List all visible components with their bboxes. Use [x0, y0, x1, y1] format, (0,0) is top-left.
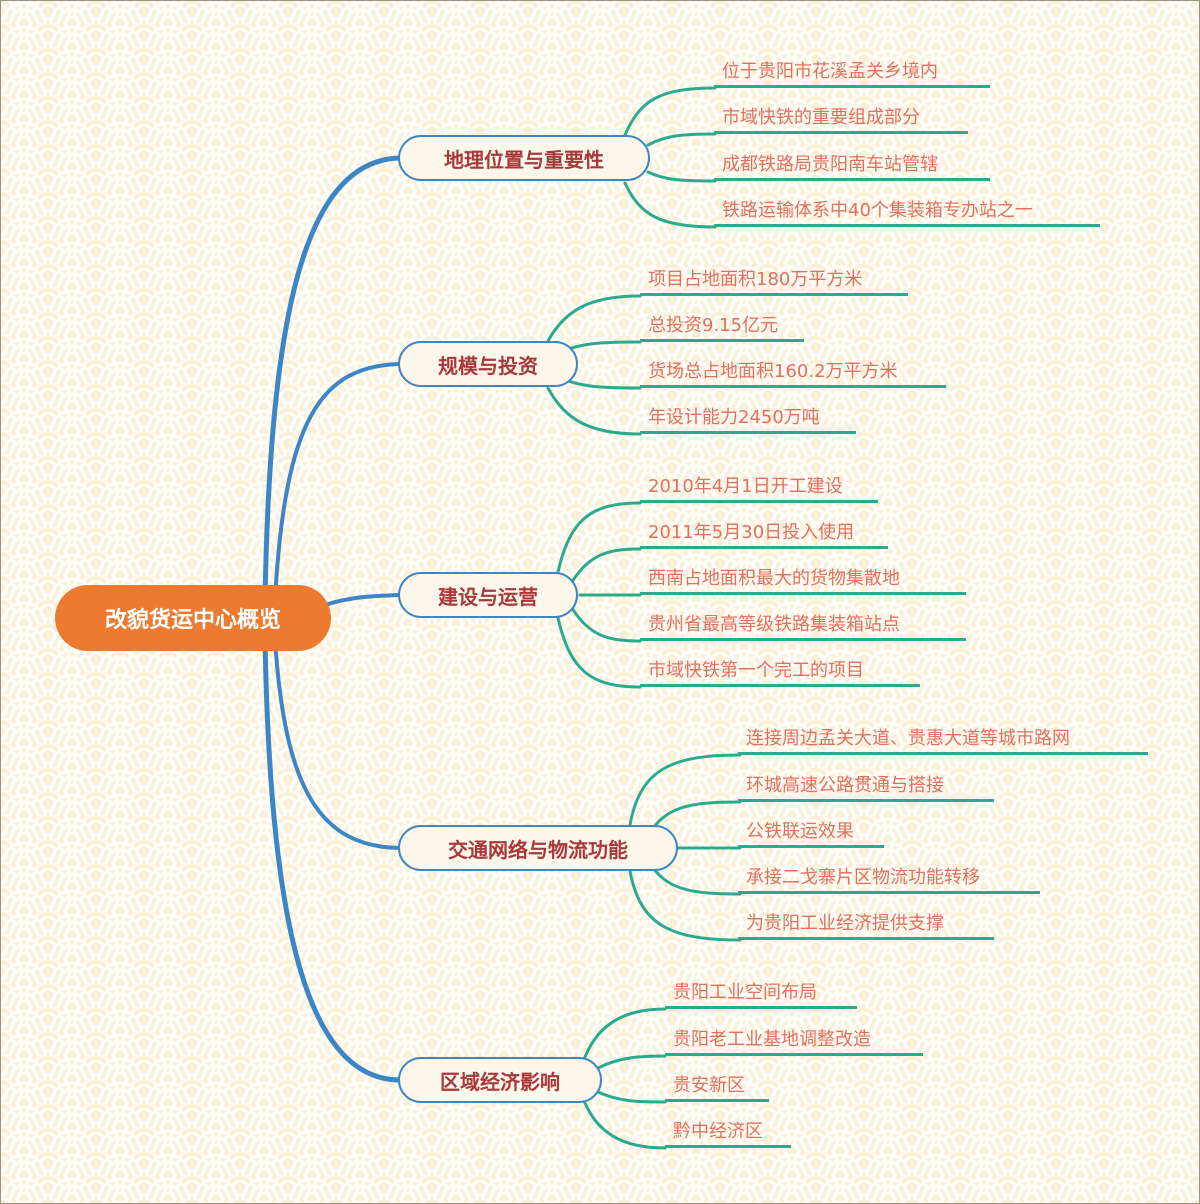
topic-construction-operation[interactable]: 建设与运营: [398, 572, 578, 618]
topic-label: 地理位置与重要性: [444, 147, 604, 172]
leaf-node[interactable]: 贵阳工业空间布局: [665, 983, 857, 1009]
leaf-node[interactable]: 贵安新区: [665, 1076, 769, 1102]
leaf-node[interactable]: 公铁联运效果: [738, 822, 884, 848]
leaf-node[interactable]: 总投资9.15亿元: [640, 316, 804, 342]
leaf-label: 公铁联运效果: [746, 821, 854, 842]
leaf-node[interactable]: 市域快铁的重要组成部分: [714, 108, 968, 134]
leaf-node[interactable]: 连接周边孟关大道、贵惠大道等城市路网: [738, 729, 1148, 755]
leaf-label: 贵安新区: [673, 1075, 745, 1096]
topic-label: 规模与投资: [438, 353, 538, 378]
leaf-label: 2010年4月1日开工建设: [648, 476, 843, 497]
leaf-node[interactable]: 铁路运输体系中40个集装箱专办站之一: [714, 201, 1100, 227]
leaf-label: 黔中经济区: [673, 1121, 763, 1142]
leaf-label: 成都铁路局贵阳南车站管辖: [722, 154, 938, 175]
root-topic[interactable]: 改貌货运中心概览: [55, 585, 331, 651]
leaf-node[interactable]: 2010年4月1日开工建设: [640, 477, 878, 503]
leaf-node[interactable]: 承接二戈寨片区物流功能转移: [738, 868, 1040, 894]
topic-transport-logistics[interactable]: 交通网络与物流功能: [398, 825, 678, 871]
leaf-label: 为贵阳工业经济提供支撑: [746, 913, 944, 934]
leaf-label: 项目占地面积180万平方米: [648, 269, 863, 290]
leaf-node[interactable]: 货场总占地面积160.2万平方米: [640, 362, 946, 388]
leaf-node[interactable]: 位于贵阳市花溪孟关乡境内: [714, 62, 990, 88]
leaf-label: 连接周边孟关大道、贵惠大道等城市路网: [746, 728, 1070, 749]
leaf-node[interactable]: 成都铁路局贵阳南车站管辖: [714, 155, 990, 181]
leaf-node[interactable]: 2011年5月30日投入使用: [640, 523, 888, 549]
leaf-node[interactable]: 年设计能力2450万吨: [640, 408, 856, 434]
leaf-label: 铁路运输体系中40个集装箱专办站之一: [722, 200, 1033, 221]
leaf-label: 2011年5月30日投入使用: [648, 522, 855, 543]
leaf-label: 承接二戈寨片区物流功能转移: [746, 867, 980, 888]
leaf-label: 环城高速公路贯通与搭接: [746, 775, 944, 796]
topic-scale-investment[interactable]: 规模与投资: [398, 341, 578, 387]
leaf-label: 贵阳老工业基地调整改造: [673, 1029, 871, 1050]
leaf-label: 位于贵阳市花溪孟关乡境内: [722, 61, 938, 82]
leaf-label: 市域快铁的重要组成部分: [722, 107, 920, 128]
topic-label: 交通网络与物流功能: [448, 837, 628, 862]
leaf-label: 总投资9.15亿元: [648, 315, 779, 336]
leaf-node[interactable]: 环城高速公路贯通与搭接: [738, 776, 994, 802]
topic-regional-economy[interactable]: 区域经济影响: [398, 1057, 602, 1103]
leaf-label: 市域快铁第一个完工的项目: [648, 660, 864, 681]
leaf-node[interactable]: 贵州省最高等级铁路集装箱站点: [640, 615, 966, 641]
leaf-node[interactable]: 黔中经济区: [665, 1122, 791, 1148]
leaf-node[interactable]: 西南占地面积最大的货物集散地: [640, 569, 966, 595]
topic-label: 区域经济影响: [440, 1069, 560, 1094]
root-topic-label: 改貌货运中心概览: [104, 608, 281, 633]
topic-geography-importance[interactable]: 地理位置与重要性: [398, 135, 650, 181]
leaf-label: 贵阳工业空间布局: [673, 982, 817, 1003]
leaf-node[interactable]: 贵阳老工业基地调整改造: [665, 1030, 923, 1056]
leaf-label: 贵州省最高等级铁路集装箱站点: [648, 614, 900, 635]
leaf-label: 西南占地面积最大的货物集散地: [648, 568, 900, 589]
leaf-node[interactable]: 为贵阳工业经济提供支撑: [738, 914, 994, 940]
leaf-node[interactable]: 项目占地面积180万平方米: [640, 270, 908, 296]
topic-label: 建设与运营: [438, 584, 538, 609]
leaf-label: 年设计能力2450万吨: [648, 407, 820, 428]
leaf-label: 货场总占地面积160.2万平方米: [648, 361, 898, 382]
leaf-node[interactable]: 市域快铁第一个完工的项目: [640, 661, 920, 687]
